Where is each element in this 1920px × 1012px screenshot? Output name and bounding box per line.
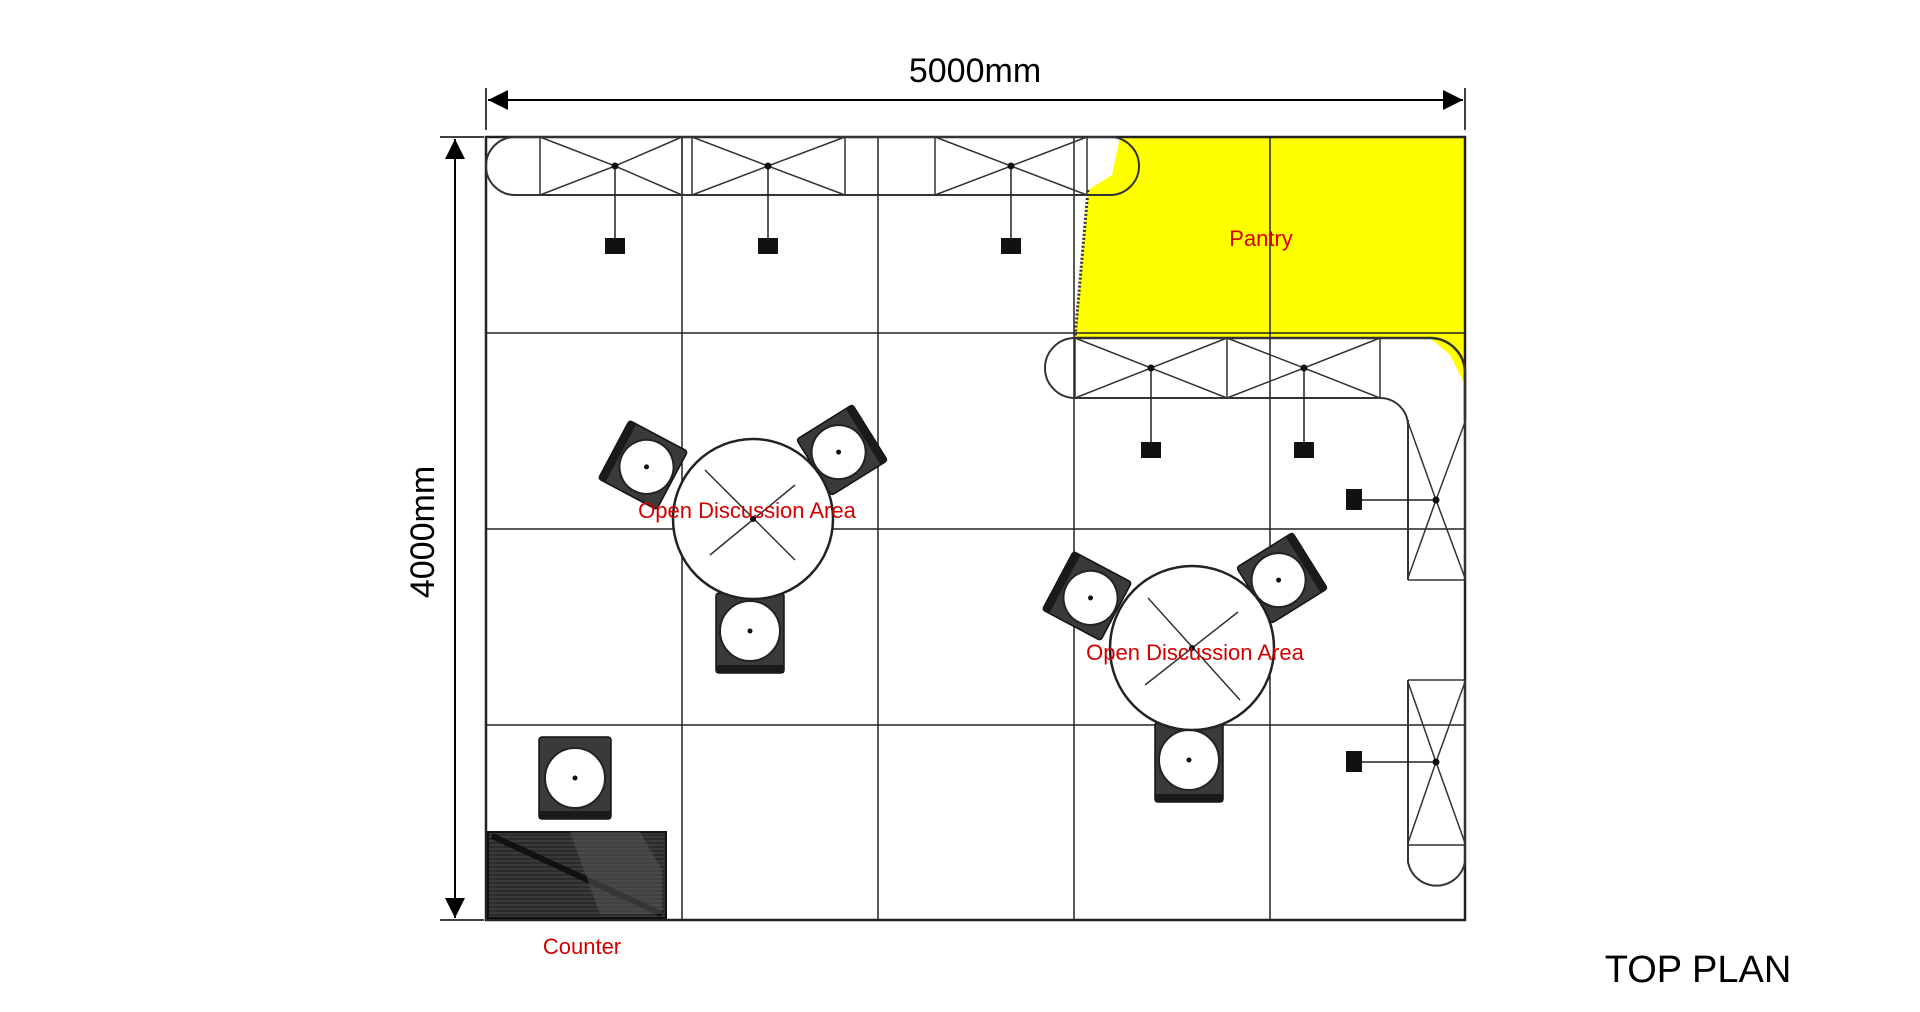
chair xyxy=(1042,551,1132,641)
plan-title: TOP PLAN xyxy=(1605,949,1792,991)
width-dimension: 5000mm xyxy=(485,52,1466,130)
pantry-label: Pantry xyxy=(1229,226,1293,251)
discussion-area-label-1: Open Discussion Area xyxy=(638,498,856,523)
counter: Counter xyxy=(487,736,667,959)
height-dimension: 4000mm xyxy=(404,136,484,921)
chair xyxy=(598,420,688,510)
spotlight-icon xyxy=(1346,489,1362,510)
spotlight-icon xyxy=(1346,751,1362,772)
spotlight-icon xyxy=(1294,442,1314,458)
discussion-table-set-1: Open Discussion Area xyxy=(598,404,888,674)
chair xyxy=(538,736,612,820)
chair xyxy=(796,404,888,496)
chair xyxy=(1154,721,1224,803)
discussion-table-set-2: Open Discussion Area xyxy=(1042,532,1328,803)
top-truss-wall xyxy=(485,136,1140,196)
spotlight-icon xyxy=(605,238,625,254)
right-spotlights xyxy=(1346,489,1440,772)
chair xyxy=(715,592,785,674)
discussion-area-label-2: Open Discussion Area xyxy=(1086,640,1304,665)
spotlight-icon xyxy=(758,238,778,254)
spotlight-icon xyxy=(1001,238,1021,254)
spotlight-icon xyxy=(1141,442,1161,458)
pantry-partition xyxy=(1073,189,1090,339)
middle-spotlights xyxy=(1141,364,1314,458)
width-label: 5000mm xyxy=(909,52,1041,90)
right-truss-wall xyxy=(1407,420,1466,887)
height-label: 4000mm xyxy=(404,466,442,598)
top-spotlights xyxy=(605,162,1021,254)
counter-label: Counter xyxy=(543,934,621,959)
middle-truss-wall xyxy=(1044,336,1467,427)
